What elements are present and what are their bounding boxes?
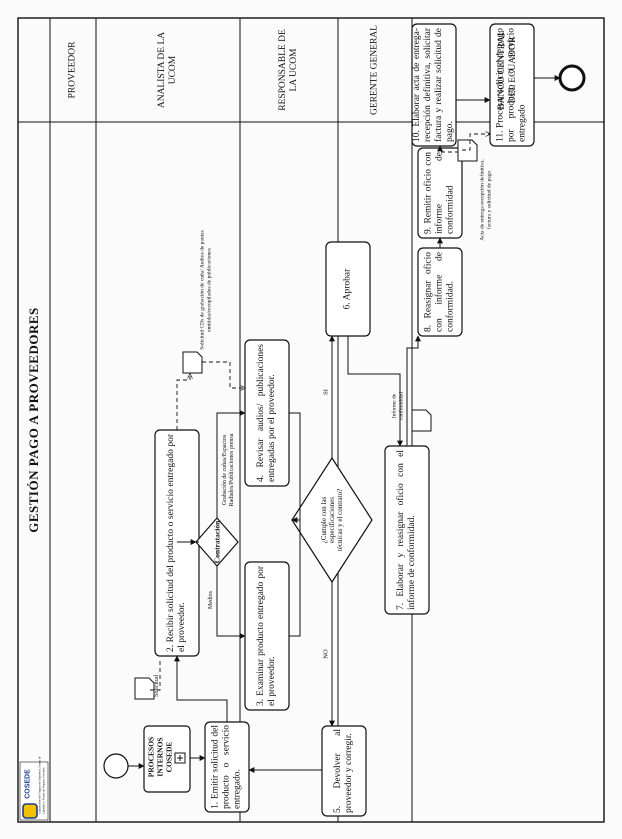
- task-4-label: 4. Revisar audios/ publicaciones entrega…: [256, 344, 277, 482]
- task-3-label: 3. Examinar producto entregado por el pr…: [256, 566, 277, 706]
- data-associations: [150, 134, 490, 691]
- gateway-cumple-label: ¿Cumple con las especificaciones técnica…: [320, 488, 344, 552]
- label-no: NO: [322, 649, 330, 659]
- task-7-label: 7. Elaborar y reasignar oficio con el in…: [396, 450, 417, 610]
- task-1-label: 1. Emitir solicitud del producto o servi…: [210, 725, 243, 809]
- diagram-title: GESTIÓN PAGO A PROVEEDORES: [26, 307, 41, 533]
- doc-solicitud-1-label: Solicitud: [154, 675, 160, 697]
- gateway-contratacion-label: Contratación: [212, 520, 222, 564]
- task-11-label: 11. Procesar solicitud de pago por produ…: [495, 28, 528, 142]
- logo-mark: [22, 803, 38, 819]
- doc-informe: [411, 409, 432, 432]
- diagram-frame: [17, 17, 605, 823]
- doc-solicitud-1: [134, 677, 155, 700]
- task-8-label: 8. Reasignar oficio con informe de confo…: [423, 252, 456, 332]
- gateway-contratacion: [195, 517, 239, 567]
- sequence-flows: [128, 75, 561, 773]
- task-5-label: 5. Devolver al proveedor y corregir.: [333, 729, 354, 813]
- subprocess-label: PROCESOS INTERNOS COSEDE: [146, 736, 174, 778]
- start-event: [103, 753, 129, 779]
- label-grabacion: Grabación de cuñas/Espacios Radiales/Pub…: [222, 433, 235, 507]
- doc-solicitud-2-label: Solicitud CDs de grabación de cuña/ Audi…: [199, 230, 213, 350]
- task-10-box: [411, 23, 457, 147]
- subprocess-internal: [143, 725, 191, 793]
- task-11-box: [489, 23, 535, 147]
- doc-acta-label: Acta de entrega-recepción definitiva, fa…: [479, 159, 493, 241]
- label-si: SI: [322, 389, 330, 395]
- lane-header-gerente: GERENTE GENERAL: [369, 25, 380, 115]
- task-10-label: 10. Elaborar acta de entrega-recepción d…: [412, 28, 455, 142]
- doc-acta: [457, 139, 478, 162]
- doc-informe-label: Informe de conformidad: [391, 391, 405, 421]
- doc-solicitud-2: [182, 351, 203, 374]
- logo-text: COSEDE: [24, 769, 32, 799]
- task-2-label: 2. Recibir solicitud del producto o serv…: [166, 434, 187, 652]
- label-medios: Medios: [208, 591, 214, 609]
- logo-subtext: Corporación del Seguro de Depósitos, Fon…: [37, 756, 46, 814]
- end-event: [558, 64, 586, 92]
- task-6-label: 6. Aprobar: [342, 268, 353, 310]
- lane-header-analista: ANALISTA DE LA UCOM: [157, 31, 178, 109]
- lane-header-responsable: RESPONSABLE DE LA UCOM: [278, 29, 299, 111]
- task-5-box: [321, 725, 367, 817]
- gateway-cumple: [291, 456, 373, 584]
- lane-header-proveedor: PROVEEDOR: [67, 41, 78, 99]
- task-9-label: 9. Remitir oficio con informe de conform…: [423, 152, 456, 234]
